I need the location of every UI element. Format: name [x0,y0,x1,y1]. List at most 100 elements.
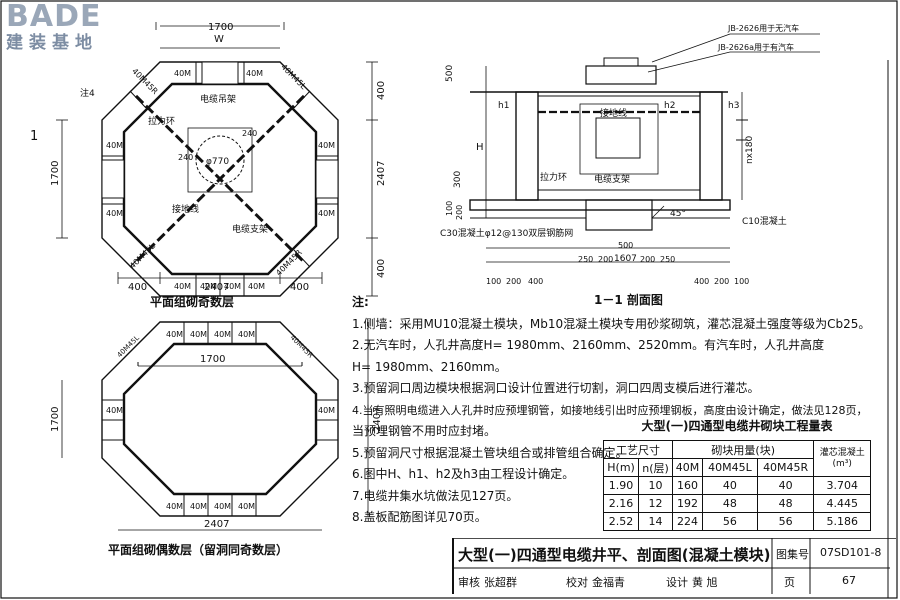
title-block-grid [454,538,896,594]
plan-odd-block-left-2: 40M [106,209,123,218]
section-bottom-dims: 100 200 400 250 200 500 200 250 400 200 … [486,241,749,286]
plan-odd-block-45r-br: 40M45R [274,248,304,278]
section-bd-5: 500 [618,241,633,250]
qty-col-h: H(m) [602,458,640,477]
section-label-support: 电缆支架 [594,173,630,185]
qty-cell: 56 [756,512,815,531]
plan-odd-dim-top: 1700 [208,22,233,33]
note-3: 3.预留洞口周边模块根据洞口设计位置进行切割，洞口四周支模后进行灌芯。 [352,381,760,395]
qty-table-title: 大型(一)四通型电缆井砌块工程量表 [641,419,833,433]
qty-cell: 160 [671,476,704,495]
section-dim-h3: h3 [728,101,739,111]
plan-odd-block-bottom-4: 40M [248,282,265,291]
table-row: 1.90 10 160 40 40 3.704 [602,476,871,495]
logo-brand: BADE [6,0,102,34]
plan-even-dim-bottom: 2407 [204,519,229,530]
plan-odd-block-top-left: 40M [174,69,191,78]
section-dim-h2: h2 [664,101,675,111]
plan-odd-opening-left [101,159,125,199]
qty-h-group1: 工艺尺寸 [603,440,673,459]
plan-even-block-45r: 40M45R [289,334,315,360]
page-label: 页 [784,576,795,589]
section-label-angle: 45° [670,209,686,219]
plan-odd-block-top-right: 40M [246,69,263,78]
section-label-c10: C10混凝土 [742,215,787,227]
plan-odd-layer [101,25,339,297]
notes-block: 注: 1.侧墙：采用MU10混凝土模块，Mb10混凝土模块专用砂浆砌筑，灌芯混凝… [352,292,872,529]
section-dim-300: 300 [453,171,463,188]
section-bd-3: 250 [578,255,593,264]
section-bd-6: 200 [640,255,655,264]
section-dim-nx180: nx180 [745,136,755,164]
section-dim-h: H [476,142,484,153]
plan-odd-note-4: 注4 [80,87,95,99]
plan-odd-block-bottom-3: 40M [224,282,241,291]
plan-odd-dim-400-left: 400 [128,282,147,293]
plan-odd-manhole-circle [195,135,245,185]
qty-header-row-1: 工艺尺寸 砌块用量(块) 灌芯混凝土 (m³) [603,440,871,477]
qty-col-40m45l: 40M45L [702,458,758,477]
qty-table: 工艺尺寸 砌块用量(块) 灌芯混凝土 (m³) H(m) n(层) 40M 40… [602,440,871,531]
plan-even-layer [61,321,369,531]
table-row: 2.16 12 192 48 48 4.445 [602,494,871,513]
section-jb-vehicle: JB-2626a用于有汽车 [717,42,794,52]
section-bd-4: 200 [598,255,613,264]
atlas-label: 图集号 [776,548,809,561]
note-8: 8.盖板配筋图详见70页。 [352,510,487,524]
plan-odd-label-cable-rack: 电缆吊架 [200,93,236,105]
plan-odd-dim-400-top-right: 400 [376,81,387,100]
section-label-pull-ring: 拉力环 [540,171,567,183]
section-bd-8: 400 [694,277,709,286]
plan-even-block-3: 40M [214,330,231,339]
qty-h-group2: 砌块用量(块) [671,440,815,459]
plan-odd-block-right-1: 40M [318,141,335,150]
plan-odd-dimensions [56,22,378,297]
note-5: 5.预留洞尺寸根据混凝土管块组合或排管组合确定。 [352,445,628,460]
qty-cell: 40 [702,476,758,495]
plan-odd-block-45l-tr: 40M45L [279,62,308,91]
design-label: 设计 [666,576,688,589]
plan-even-dim-left: 1700 [50,407,61,432]
qty-col-40m45r: 40M45R [756,458,815,477]
note-4b: 当预埋钢管不用时应封堵。 [352,424,497,438]
plan-even-block-2: 40M [190,330,207,339]
plan-even-block-left: 40M [106,406,123,415]
qty-cell: 40 [756,476,815,495]
plan-even-block-7: 40M [214,502,231,511]
plan-even-block-6: 40M [190,502,207,511]
note-2b: H= 1980mm、2160mm。 [352,359,507,374]
table-row: 2.52 14 224 56 56 5.186 [602,512,871,531]
plan-odd-section-marker: 1 [30,129,38,144]
plan-odd-cable-rack-diagonal-b [134,94,306,264]
section-bd-1: 200 [506,277,521,286]
section-bd-7: 250 [660,255,675,264]
notes-head: 注: [352,295,369,309]
section-dim-total: 1607 [614,254,637,264]
plan-odd-outer-wall [101,61,339,297]
plan-odd-label-240-left: 240 [178,153,193,162]
plan-even-dim-inner: 1700 [200,354,225,365]
plan-even-block-right: 40M [318,406,335,415]
review-label: 审核 [458,576,480,589]
qty-cell: 56 [702,512,758,531]
qty-cell: 48 [756,494,815,513]
check-label: 校对 [566,576,588,589]
plan-odd-label-ground: 接地线 [172,203,199,215]
plan-odd-block-left-1: 40M [106,141,123,150]
plan-odd-opening-right [315,159,339,199]
section-label-ground: 接地线 [600,107,627,119]
designer-name: 黄 旭 [692,576,718,589]
plan-odd-opening-top [201,61,239,85]
plan-odd-dim-w: W [214,34,224,45]
qty-header-row-2: H(m) n(层) 40M 40M45L 40M45R [602,458,871,477]
section-bd-9: 200 [714,277,729,286]
qty-h-group3: 灌芯混凝土 (m³) [813,440,871,477]
qty-cell: 5.186 [813,512,871,531]
logo-subtitle: 建装基地 [6,33,98,53]
plan-odd-label-support: 电缆支架 [232,223,268,235]
qty-cell: 4.445 [813,494,871,513]
qty-cell: 2.52 [602,512,640,531]
plan-odd-dim-right: 2407 [376,161,387,186]
